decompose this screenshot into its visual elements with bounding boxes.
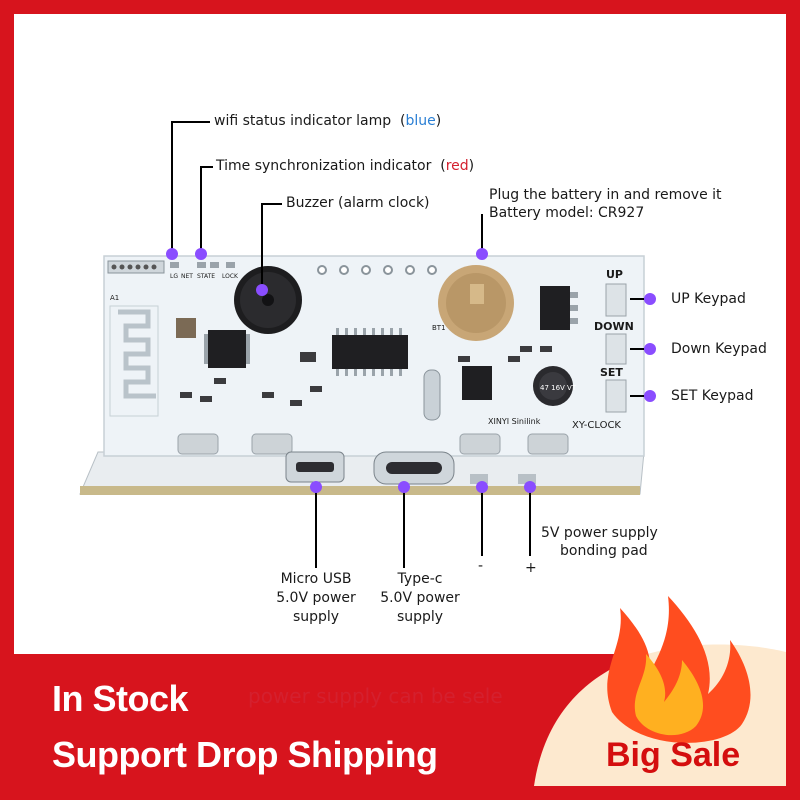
callout-dot-down bbox=[644, 343, 656, 355]
label-battery-line2: Battery model: CR927 bbox=[489, 205, 645, 221]
micro-usb-port-icon bbox=[285, 451, 345, 483]
leader-plus bbox=[529, 492, 531, 556]
callout-dot-wifi bbox=[166, 248, 178, 260]
leader-up bbox=[630, 298, 648, 300]
smd-parts bbox=[180, 346, 552, 406]
label-set-keypad: SET Keypad bbox=[671, 388, 754, 404]
bonding-pad-minus bbox=[470, 474, 488, 484]
promo-drop-shipping: Support Drop Shipping bbox=[52, 734, 438, 775]
leader-down bbox=[630, 348, 648, 350]
board-btn-set: SET bbox=[600, 366, 623, 379]
label-micro-usb-2: 5.0V power bbox=[276, 590, 356, 606]
label-plus: + bbox=[525, 560, 537, 576]
led-label-lg: LG bbox=[170, 273, 178, 280]
crystal bbox=[423, 369, 441, 421]
leader-micro-usb bbox=[315, 488, 317, 568]
led-label-net: NET bbox=[181, 273, 193, 280]
led-label-lock: LOCK bbox=[222, 273, 239, 280]
leader-buzzer-h bbox=[262, 203, 282, 205]
callout-dot-set bbox=[644, 390, 656, 402]
inductor bbox=[176, 318, 196, 338]
electrolytic-capacitor bbox=[533, 366, 573, 406]
callout-dot-battery bbox=[476, 248, 488, 260]
rtc-chip bbox=[462, 366, 492, 400]
board-cap-text: 47 16V VT bbox=[540, 384, 577, 392]
pin-header bbox=[107, 260, 165, 274]
label-buzzer: Buzzer (alarm clock) bbox=[286, 195, 430, 211]
label-minus: - bbox=[478, 558, 484, 574]
led-label-state: STATE bbox=[197, 273, 215, 280]
leader-buzzer-v bbox=[261, 203, 263, 289]
label-type-c-3: supply bbox=[396, 609, 444, 625]
partial-caption: power supply can be sele bbox=[248, 684, 503, 708]
callout-dot-time bbox=[195, 248, 207, 260]
mcu-chip bbox=[204, 330, 250, 368]
label-micro-usb-1: Micro USB bbox=[280, 571, 352, 587]
label-micro-usb-3: supply bbox=[292, 609, 340, 625]
label-wifi-lamp: wifi status indicator lamp (blue) bbox=[214, 113, 442, 129]
voltage-regulator bbox=[540, 286, 578, 330]
promo-in-stock: In Stock bbox=[52, 678, 189, 719]
board-base-edge bbox=[80, 486, 640, 495]
leader-set bbox=[630, 395, 648, 397]
callout-dot-micro-usb bbox=[310, 481, 322, 493]
board-bt-label: BT1 bbox=[432, 324, 446, 332]
header-holes bbox=[317, 265, 437, 275]
label-type-c-1: Type-c bbox=[397, 571, 443, 587]
board-btn-down: DOWN bbox=[594, 320, 634, 333]
leader-type-c bbox=[403, 488, 405, 568]
board-brand: XINYI Sinilink bbox=[488, 417, 541, 426]
label-pad-line2: bonding pad bbox=[560, 543, 648, 559]
label-up-keypad: UP Keypad bbox=[671, 291, 746, 307]
promo-big-sale: Big Sale bbox=[606, 736, 741, 774]
driver-ic bbox=[332, 328, 408, 376]
label-time-sync: Time synchronization indicator (red) bbox=[216, 158, 475, 174]
leader-battery-v bbox=[481, 214, 483, 254]
buzzer-icon bbox=[234, 266, 302, 334]
battery-holder-icon bbox=[438, 265, 514, 341]
callout-dot-plus bbox=[524, 481, 536, 493]
board-model: XY-CLOCK bbox=[572, 420, 621, 431]
leader-time-h bbox=[201, 166, 213, 168]
led-wifi bbox=[170, 262, 179, 268]
leader-wifi-h bbox=[172, 121, 210, 123]
label-battery-line1: Plug the battery in and remove it bbox=[489, 187, 722, 203]
led-state bbox=[197, 262, 206, 268]
label-down-keypad: Down Keypad bbox=[671, 341, 767, 357]
wifi-module-icon bbox=[109, 305, 159, 417]
leader-wifi-v bbox=[171, 121, 173, 254]
bonding-pad-plus bbox=[518, 474, 536, 484]
callout-dot-type-c bbox=[398, 481, 410, 493]
leader-time-v bbox=[200, 166, 202, 254]
solder-pads bbox=[177, 433, 569, 455]
usb-c-port-icon bbox=[373, 451, 455, 485]
callout-dot-minus bbox=[476, 481, 488, 493]
leader-minus bbox=[481, 492, 483, 556]
board-btn-up: UP bbox=[606, 268, 623, 281]
callout-dot-buzzer bbox=[256, 284, 268, 296]
label-type-c-2: 5.0V power bbox=[380, 590, 460, 606]
callout-dot-up bbox=[644, 293, 656, 305]
keypad-buttons bbox=[605, 283, 627, 413]
board-module-label: A1 bbox=[110, 294, 119, 302]
label-pad-line1: 5V power supply bbox=[541, 525, 658, 541]
